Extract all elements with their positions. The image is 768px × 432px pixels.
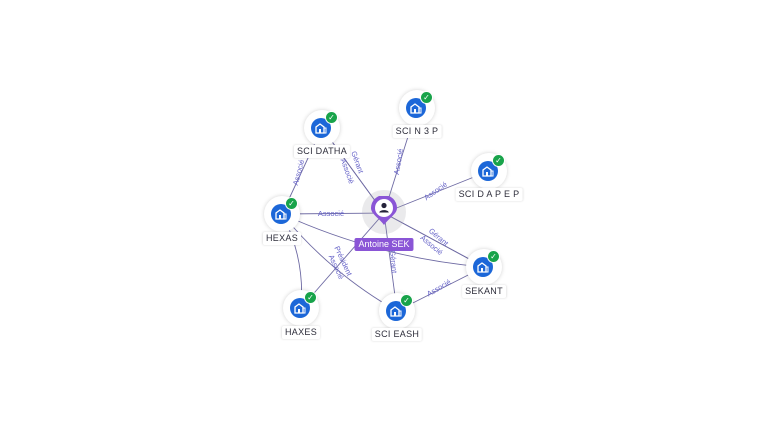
company-node-hexas[interactable]: ✓ [264, 196, 300, 232]
edge-label: Associé [392, 148, 405, 175]
company-disc [271, 204, 291, 224]
check-icon: ✓ [492, 154, 505, 167]
building-icon [390, 306, 402, 317]
edge-label: Associé [318, 209, 344, 218]
company-node-easth[interactable]: ✓ [379, 293, 415, 329]
edge-label: Associé [291, 159, 306, 187]
building-icon [315, 123, 327, 134]
company-label: SCI EASH [371, 328, 423, 341]
company-disc [478, 161, 498, 181]
company-label: SEKANT [462, 285, 506, 298]
company-disc [386, 301, 406, 321]
edge-label: Gérant [388, 250, 399, 275]
company-label: SCI DATHA [293, 145, 351, 158]
check-icon: ✓ [285, 197, 298, 210]
company-label: HEXAS [262, 232, 302, 245]
edge-label: Associé [422, 180, 449, 202]
building-icon [275, 209, 287, 220]
company-node-datha[interactable]: ✓ [304, 110, 340, 146]
building-icon [482, 166, 494, 177]
company-disc [406, 98, 426, 118]
company-label: HAXES [281, 326, 321, 339]
check-icon: ✓ [400, 294, 413, 307]
company-disc [473, 257, 493, 277]
user-icon [371, 196, 397, 225]
check-icon: ✓ [420, 91, 433, 104]
building-icon [410, 103, 422, 114]
company-disc [290, 298, 310, 318]
building-icon [477, 262, 489, 273]
company-node-haxes[interactable]: ✓ [283, 290, 319, 326]
edge-label: Associé [425, 277, 452, 298]
company-label: SCI N 3 P [392, 125, 442, 138]
company-node-sekant[interactable]: ✓ [466, 249, 502, 285]
person-label: Antoine SEK [354, 238, 414, 251]
company-node-dapep[interactable]: ✓ [471, 153, 507, 189]
person-node[interactable] [362, 190, 406, 234]
check-icon: ✓ [325, 111, 338, 124]
check-icon: ✓ [304, 291, 317, 304]
company-label: SCI D A P E P [455, 188, 523, 201]
company-disc [311, 118, 331, 138]
building-icon [294, 303, 306, 314]
check-icon: ✓ [487, 250, 500, 263]
company-node-n3p[interactable]: ✓ [399, 90, 435, 126]
